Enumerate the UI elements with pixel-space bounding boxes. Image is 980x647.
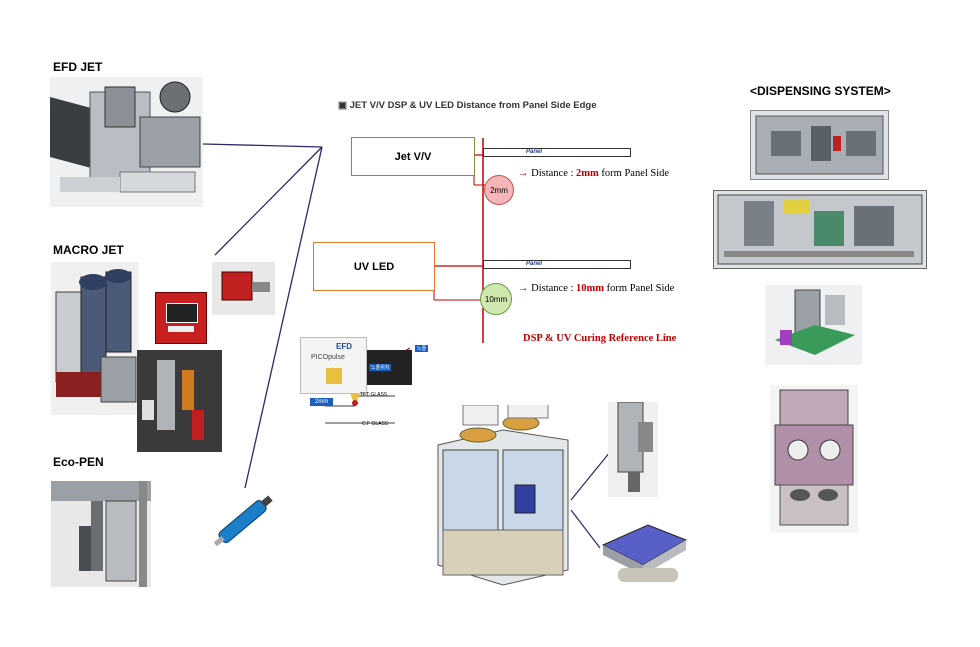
circle-2mm: 2mm [484, 175, 514, 205]
gap-badge: 2mm [310, 398, 334, 406]
reference-line-label: DSP & UV Curing Reference Line [523, 333, 677, 344]
machine-leader-lower [570, 509, 601, 549]
pico-label: PICOpulse [311, 354, 345, 361]
system-cabinet-image [770, 385, 858, 533]
jet-vv-box: Jet V/V [351, 137, 475, 176]
system-layout-image [713, 190, 927, 269]
distance-note-2mm: → Distance : 2mm form Panel Side [518, 168, 669, 179]
pen-leader-line [244, 146, 323, 489]
title-text: JET V/V DSP & UV LED Distance from Panel… [349, 100, 597, 111]
eco-pen-device-image [205, 486, 283, 556]
macro-jet-mount-image [137, 350, 222, 452]
panel-bar-lower: Panel [483, 260, 631, 269]
nozzle-position-label: 노즐위치 [369, 364, 392, 371]
arrow-icon: → [518, 283, 529, 294]
arrow-icon: → [518, 168, 529, 179]
glass-diagram [325, 393, 395, 424]
macro-jet-heading: MACRO JET [53, 243, 124, 257]
efd-jet-image [50, 77, 203, 207]
note2-value: 10mm [576, 283, 605, 294]
dispensing-system-heading: <DISPENSING SYSTEM> [750, 84, 891, 98]
note1-value: 2mm [576, 168, 599, 179]
system-top-view-image [750, 110, 889, 180]
valve-image [212, 262, 275, 315]
head-module-image [608, 402, 658, 497]
controller-image [155, 292, 207, 344]
tft-glass-label: TFT GLASS [360, 392, 388, 398]
head-assembly-image [765, 285, 862, 365]
title-bullet: ▣ [338, 100, 347, 111]
efd-jet-heading: EFD JET [53, 60, 103, 74]
eco-pen-heading: Eco-PEN [53, 455, 104, 469]
macro-leader-line [214, 146, 323, 256]
panel-bar-upper: Panel [483, 148, 631, 157]
picopulse-image: EFD PICOpulse [300, 337, 367, 394]
efd-leader-line [202, 143, 323, 148]
note2-suffix: form Panel Side [606, 283, 675, 294]
uv-led-box: UV LED [313, 242, 435, 291]
dispensing-machine-image [433, 405, 573, 590]
circle-10mm: 10mm [480, 283, 512, 315]
note1-prefix: Distance : [531, 168, 574, 179]
note1-suffix: form Panel Side [601, 168, 670, 179]
stage-image [598, 520, 688, 588]
machine-leader-upper [570, 451, 611, 501]
nozzle-photo: 노즐위치 [367, 350, 412, 385]
macro-jet-image [51, 262, 139, 415]
cf-glass-label: C.F GLASS [362, 421, 389, 427]
efd-logo: EFD [336, 342, 352, 351]
nozzle-tag: 노즐 [415, 345, 429, 352]
distance-note-10mm: → Distance : 10mm form Panel Side [518, 283, 674, 294]
note2-prefix: Distance : [531, 283, 574, 294]
eco-pen-image [51, 481, 151, 587]
diagram-title: ▣ JET V/V DSP & UV LED Distance from Pan… [338, 100, 597, 111]
